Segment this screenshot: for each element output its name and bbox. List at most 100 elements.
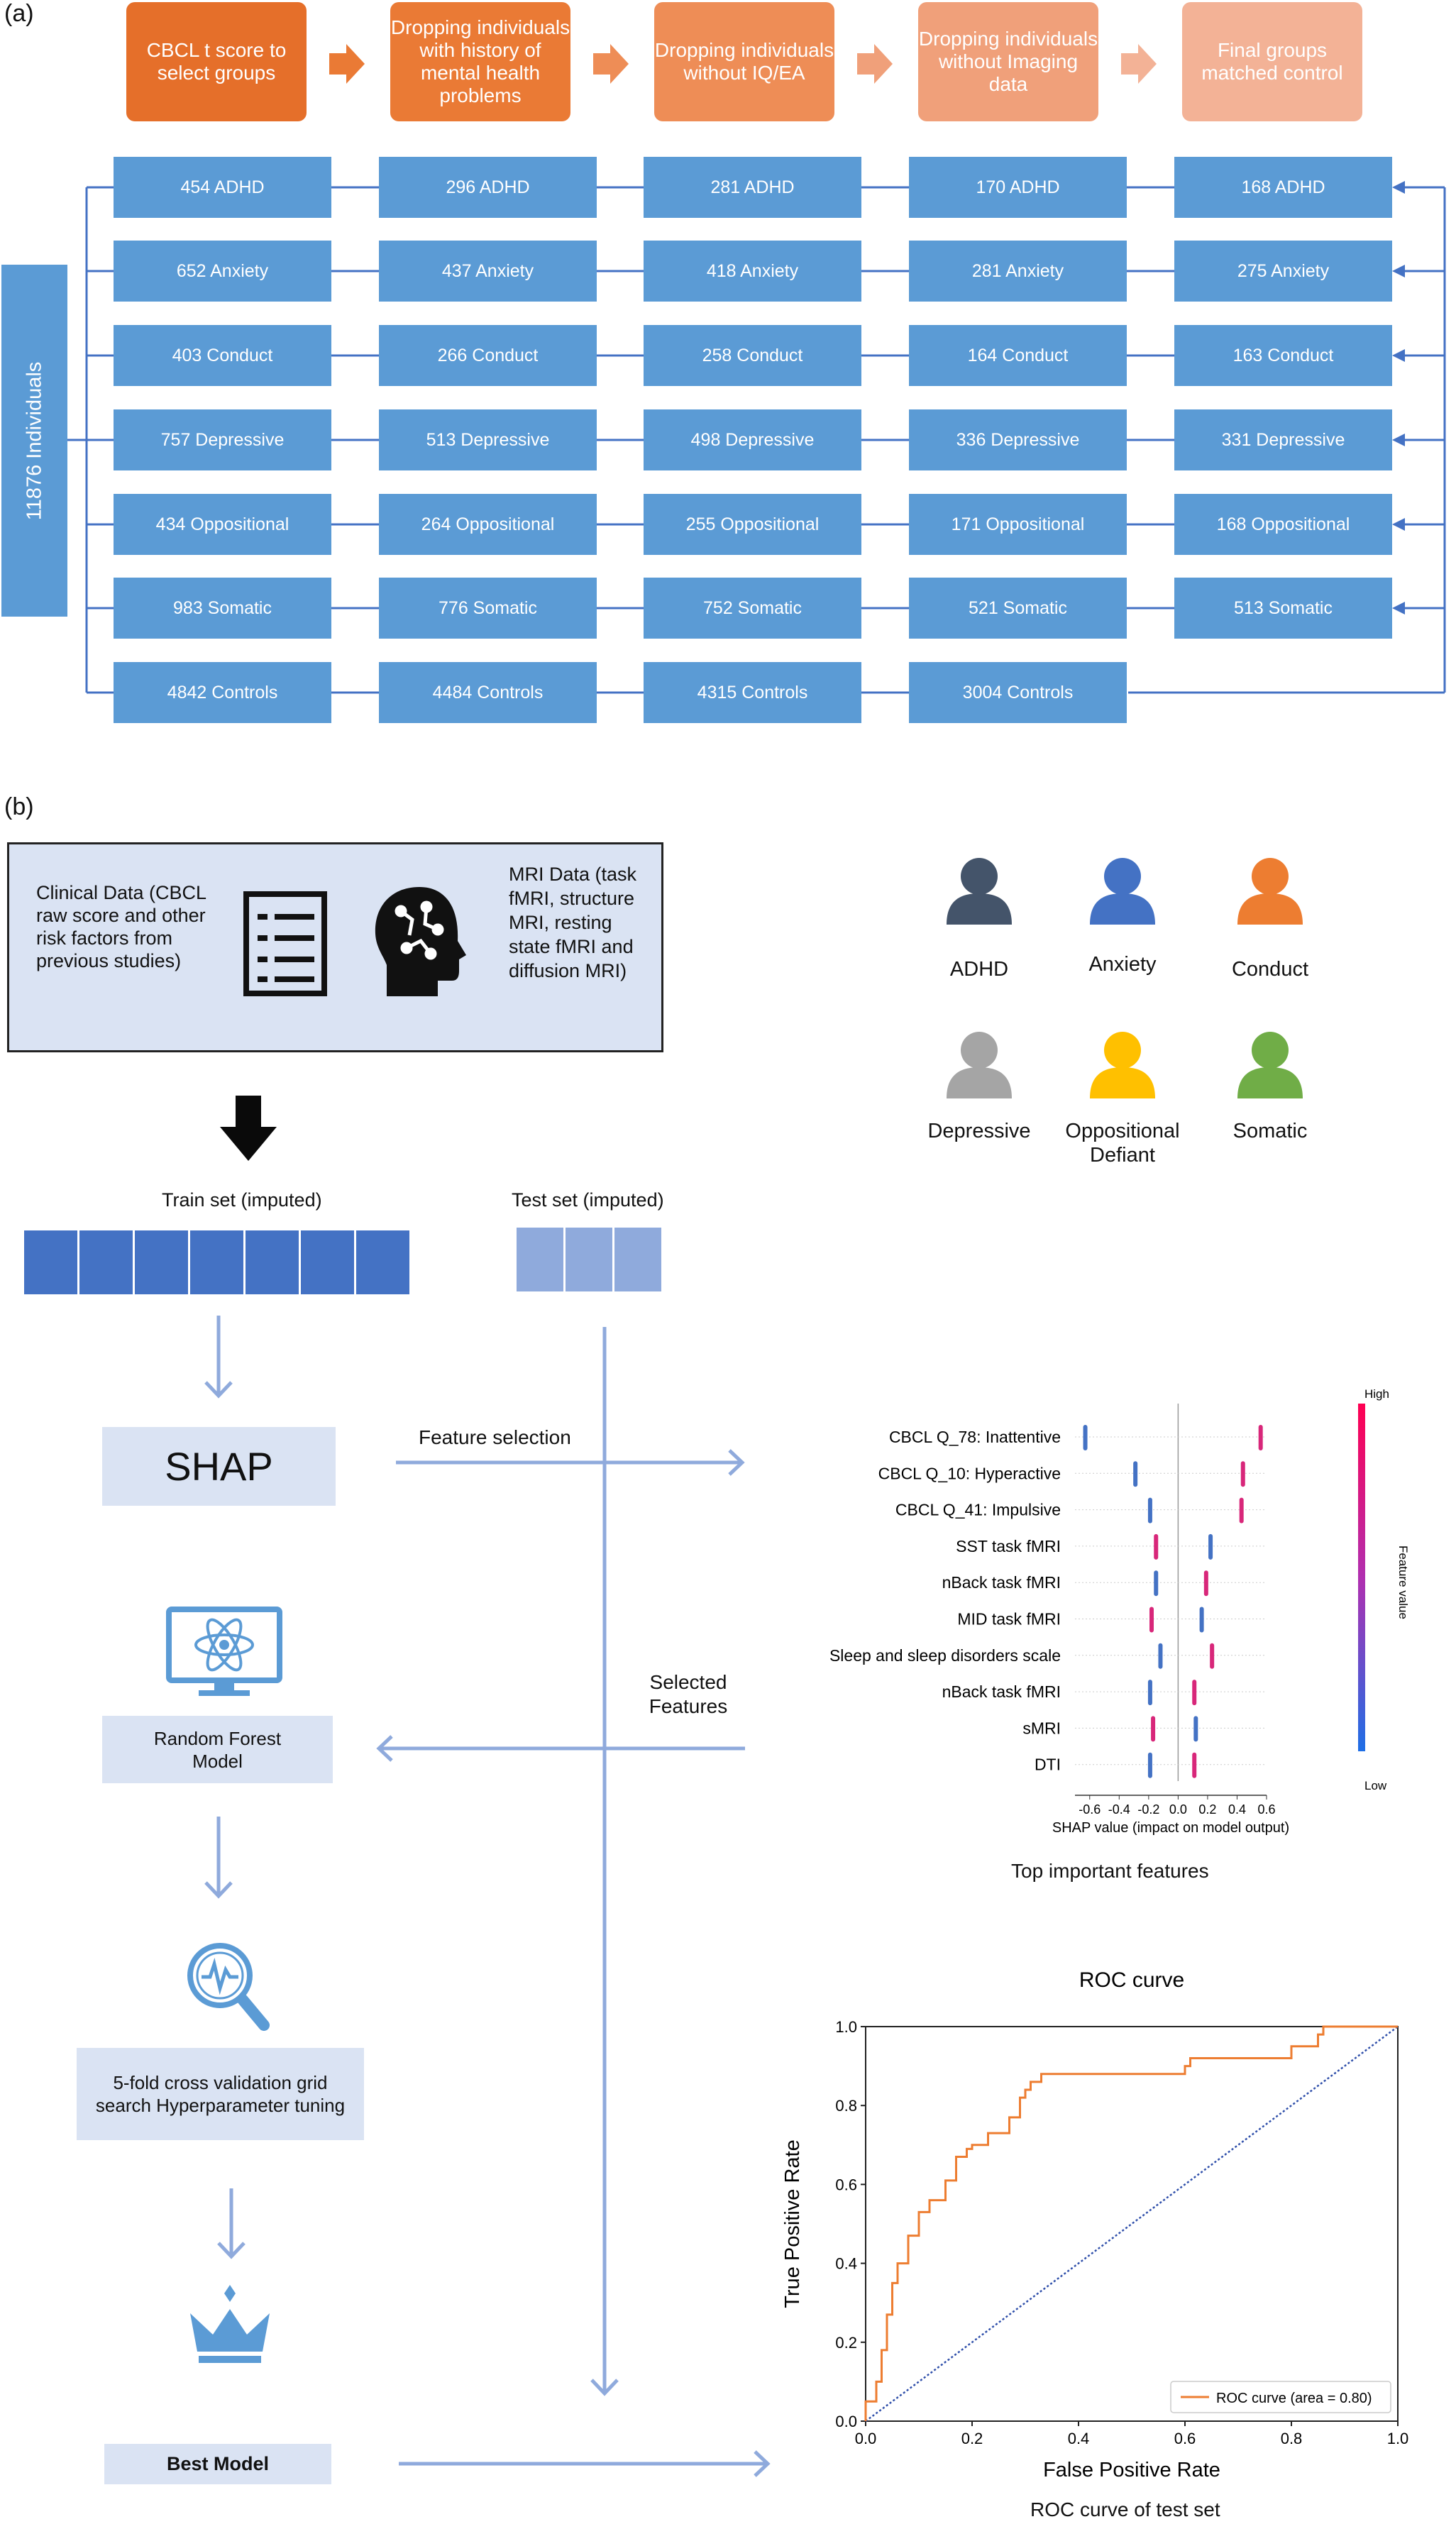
test-set-label: Test set (imputed) [512, 1189, 664, 1211]
shap-point-low [1199, 1607, 1204, 1633]
person-icon [1237, 1032, 1303, 1098]
pipeline-step-label: Dropping individuals with history of men… [390, 16, 570, 106]
data-sources-box: Clinical Data (CBCL raw score and other … [7, 842, 663, 1052]
roc-x-tick-label: 0.0 [855, 2430, 877, 2447]
step-arrow [1121, 44, 1157, 84]
group-count-cell: 3004 Controls [909, 662, 1127, 723]
shap-point-low [1083, 1425, 1088, 1450]
pipeline-step-label: Final groups matched control [1201, 39, 1343, 84]
person-icon [947, 1032, 1012, 1098]
train-fold-block [190, 1230, 246, 1294]
group-count-cell: 275 Anxiety [1174, 241, 1392, 302]
shap-x-tick-label: 0.2 [1198, 1802, 1216, 1817]
feedback-arrows [1392, 181, 1445, 615]
shap-x-tick-label: -0.2 [1137, 1802, 1159, 1817]
pipeline-step: Dropping individuals without Imaging dat… [918, 2, 1098, 121]
train-fold-block [79, 1230, 135, 1294]
roc-plot-frame [865, 2026, 1399, 2422]
cv-box: 5-fold cross validation grid search Hype… [77, 2048, 364, 2140]
shap-point-low [1147, 1497, 1152, 1524]
group-count-cell: 163 Conduct [1174, 325, 1392, 386]
colorbar-high-label: High [1364, 1387, 1389, 1401]
roc-x-tick-label: 0.8 [1281, 2430, 1303, 2447]
train-fold-block [24, 1230, 79, 1294]
group-count-cell: 434 Oppositional [114, 494, 331, 555]
group-name-label: Depressive [927, 1120, 1031, 1142]
panel-b-flow-arrows [204, 1316, 771, 2477]
group-count-cell: 437 Anxiety [379, 241, 597, 302]
pipeline-step: Dropping individuals without IQ/EA [654, 2, 834, 121]
group-count-cell: 4315 Controls [644, 662, 861, 723]
shap-colorbar [1358, 1404, 1365, 1751]
total-individuals-label: 11876 Individuals [23, 361, 46, 520]
group-count-cell: 336 Depressive [909, 409, 1127, 470]
train-fold-block [246, 1230, 301, 1294]
pipeline-step-label: CBCL t score to select groups [146, 39, 287, 84]
group-count-cell: 331 Depressive [1174, 409, 1392, 470]
roc-y-axis-label: True Positive Rate [781, 2139, 804, 2308]
feature-name-label: CBCL Q_10: Hyperactive [878, 1464, 1061, 1482]
row-connectors [331, 186, 1174, 694]
shap-point-low [1147, 1680, 1152, 1706]
checklist-icon [243, 891, 327, 996]
roc-y-tick-label: 0.8 [835, 2097, 857, 2115]
shap-point-low [1133, 1461, 1138, 1487]
shap-point-low [1147, 1752, 1152, 1778]
clinical-data-text: Clinical Data (CBCL raw score and other … [36, 882, 206, 971]
group-count-cell: 403 Conduct [114, 325, 331, 386]
group-count-cell: 418 Anxiety [644, 241, 861, 302]
selected-features-label: Selected Features [649, 1671, 728, 1717]
roc-legend-label: ROC curve (area = 0.80) [1216, 2391, 1372, 2406]
person-icon [947, 858, 1012, 925]
feature-name-label: CBCL Q_78: Inattentive [889, 1428, 1061, 1446]
group-count-cell: 4842 Controls [114, 662, 331, 723]
group-name-label: Somatic [1232, 1120, 1308, 1142]
feature-name-label: SST task fMRI [956, 1537, 1061, 1555]
group-name-label: Anxiety [1088, 953, 1157, 976]
panel-a-connectors [67, 44, 1446, 694]
down-arrow-icon [220, 1096, 277, 1161]
pipeline-step: Dropping individuals with history of men… [390, 2, 570, 121]
panel-b-label: (b) [4, 793, 34, 820]
shap-point-high [1149, 1607, 1154, 1633]
top-features-caption: Top important features [1011, 1860, 1209, 1882]
group-count-cell: 296 ADHD [379, 157, 597, 218]
roc-y-tick-label: 1.0 [835, 2018, 857, 2036]
colorbar-low-label: Low [1364, 1779, 1387, 1792]
shap-point-low [1208, 1533, 1213, 1560]
shap-point-high [1154, 1533, 1159, 1560]
group-count-cell: 757 Depressive [114, 409, 331, 470]
step-arrow [593, 44, 629, 84]
roc-title: ROC curve [1079, 1968, 1184, 1992]
best-model-label: Best Model [166, 2453, 270, 2474]
group-count-cell: 752 Somatic [644, 578, 861, 639]
group-count-cell: 4484 Controls [379, 662, 597, 723]
mri-data-text: MRI Data (task fMRI, structure MRI, rest… [509, 864, 637, 981]
feature-name-label: CBCL Q_41: Impulsive [895, 1501, 1061, 1519]
shap-x-tick-label: 0.6 [1257, 1802, 1275, 1817]
group-count-cell: 652 Anxiety [114, 241, 331, 302]
group-count-cell: 281 Anxiety [909, 241, 1127, 302]
roc-y-tick-label: 0.6 [835, 2176, 857, 2193]
group-count-cell: 776 Somatic [379, 578, 597, 639]
pipeline-step-label: Dropping individuals without Imaging dat… [918, 28, 1098, 95]
test-fold-block [614, 1228, 663, 1291]
pipeline-step-label: Dropping individuals without IQ/EA [654, 39, 834, 84]
roc-x-axis-label: False Positive Rate [1043, 2459, 1220, 2481]
magnifier-pulse-icon [187, 1943, 270, 2031]
person-icon [1090, 1032, 1155, 1098]
group-count-cell: 281 ADHD [644, 157, 861, 218]
roc-legend-box [1170, 2381, 1391, 2413]
group-name-label: Conduct [1231, 958, 1308, 981]
group-count-cell: 264 Oppositional [379, 494, 597, 555]
roc-caption: ROC curve of test set [1030, 2498, 1220, 2520]
step-arrow [857, 44, 893, 84]
roc-curve-line [864, 2025, 1398, 2421]
best-model-box: Best Model [104, 2444, 331, 2484]
train-fold-block [301, 1230, 356, 1294]
group-name-label: Oppositional Defiant [1065, 1120, 1180, 1167]
chance-diagonal-line [865, 2025, 1399, 2423]
pipeline-step: CBCL t score to select groups [126, 2, 307, 121]
shap-point-low [1154, 1570, 1159, 1597]
